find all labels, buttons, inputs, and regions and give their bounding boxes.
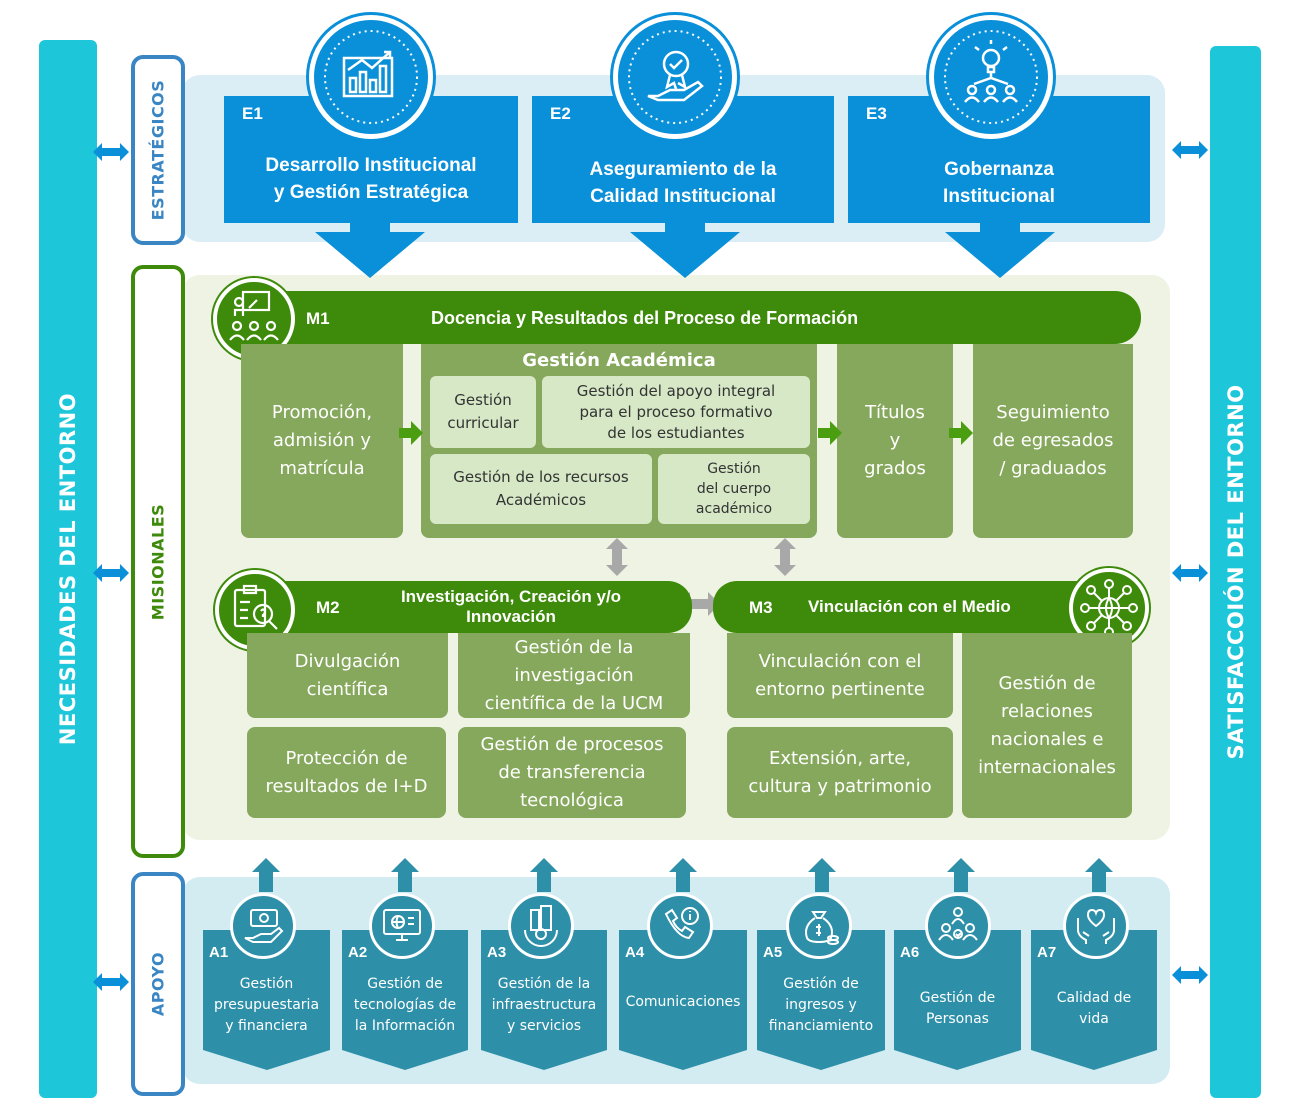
up-arrow-a5	[808, 858, 836, 892]
left-bar: NECESIDADES DEL ENTORNO	[39, 40, 97, 1098]
idea-team-icon	[929, 15, 1053, 139]
down-arrow-e3	[945, 222, 1055, 278]
vertical-double-arrow-icon	[606, 538, 628, 576]
quality-badge-hand-icon	[613, 15, 737, 139]
arrow-right-icon	[399, 421, 423, 445]
section-label-support: APOYO	[131, 872, 185, 1096]
vertical-double-arrow-icon	[774, 538, 796, 576]
up-arrow-a2	[391, 858, 419, 892]
down-arrow-e2	[630, 222, 740, 278]
section-label-missional: MISIONALES	[131, 265, 185, 858]
m1-header[interactable]: M1 Docencia y Resultados del Proceso de …	[236, 291, 1141, 344]
support-box-bg-a5	[757, 930, 885, 1070]
support-box-bg-a2	[342, 930, 468, 1070]
support-box-bg-a6	[894, 930, 1021, 1070]
growth-chart-icon	[309, 15, 433, 139]
support-box-bg-a7	[1031, 930, 1157, 1070]
money-hand-icon	[230, 893, 296, 959]
support-item-a4[interactable]: A4 Comunicaciones	[625, 944, 741, 1010]
up-arrow-a3	[530, 858, 558, 892]
m3-extension[interactable]: Extensión, arte,cultura y patrimonio	[727, 727, 953, 818]
people-team-icon	[925, 893, 991, 959]
arrow-right-icon	[949, 421, 973, 445]
support-box-bg-a1	[203, 930, 330, 1070]
buildings-gear-icon	[508, 893, 574, 959]
down-arrow-e1	[315, 222, 425, 278]
computer-network-icon	[369, 893, 435, 959]
phone-info-icon	[647, 893, 713, 959]
money-bag-icon	[786, 893, 852, 959]
up-arrow-a7	[1085, 858, 1113, 892]
section-label-strategic: ESTRATÉGICOS	[131, 55, 185, 245]
support-box-bg-a3	[481, 930, 607, 1070]
heart-hands-icon	[1063, 893, 1129, 959]
double-arrow-icon	[93, 141, 1208, 991]
up-arrow-a6	[947, 858, 975, 892]
support-box-bg-a4	[619, 930, 747, 1070]
right-bar: SATISFACCOIÓN DEL ENTORNO	[1210, 46, 1261, 1098]
m3-header[interactable]: M3 Vinculación con el Medio	[713, 581, 1131, 633]
up-arrow-a4	[669, 858, 697, 892]
up-arrow-a1	[252, 858, 280, 892]
arrow-right-icon	[818, 421, 842, 445]
